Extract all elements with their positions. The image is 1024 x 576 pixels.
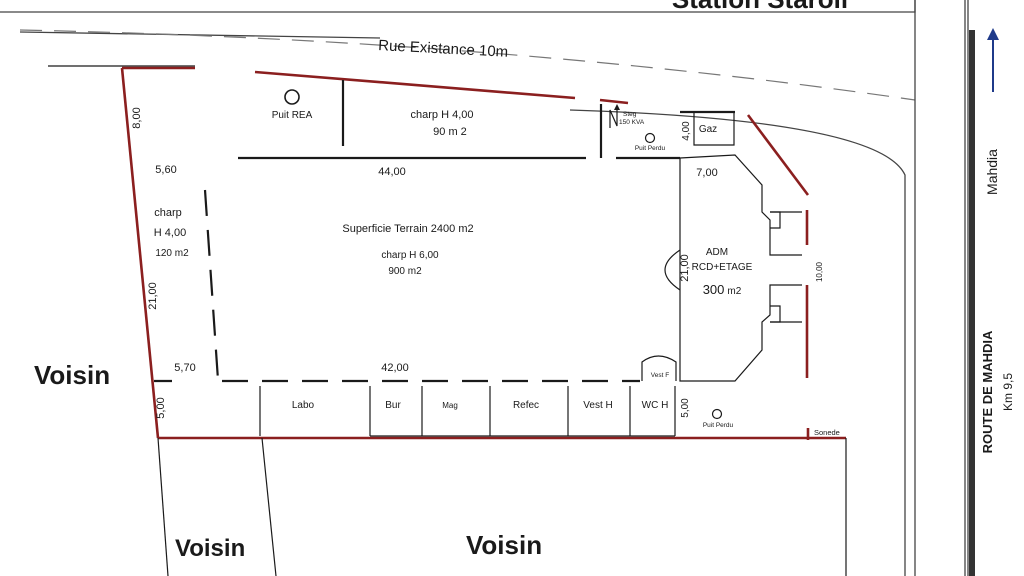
dim-8: 8,00 bbox=[131, 107, 143, 128]
adm-line-2: RCD+ETAGE bbox=[692, 262, 753, 273]
room-mag: Mag bbox=[442, 401, 458, 410]
route-name-label: ROUTE DE MAHDIA bbox=[980, 330, 995, 453]
dim-42: 42,00 bbox=[381, 362, 409, 374]
vest-f-label: Vest F bbox=[651, 372, 669, 379]
gaz-label: Gaz bbox=[699, 124, 717, 135]
adm-area-number: 300 bbox=[703, 282, 725, 297]
room-vest-h: Vest H bbox=[583, 400, 612, 411]
adm-wing-box-bottom bbox=[770, 305, 781, 323]
street-centerline bbox=[19, 29, 916, 101]
road-edge-mid bbox=[19, 31, 381, 39]
adm-outline bbox=[679, 154, 802, 382]
puit-perdu-top-label: Puit Perdu bbox=[635, 145, 666, 152]
dim-10: 10,00 bbox=[815, 261, 824, 282]
room-refec: Refec bbox=[513, 400, 539, 411]
puit-rea-label: Puit REA bbox=[272, 110, 313, 121]
sonede-label: Sonede bbox=[814, 428, 840, 437]
charp-left-line-2: H 4,00 bbox=[154, 227, 186, 239]
neighbor-left-label: Voisin bbox=[34, 360, 110, 390]
puit-perdu-bottom-label: Puit Perdu bbox=[703, 422, 734, 429]
adm-line-1: ADM bbox=[706, 247, 728, 258]
dim-44: 44,00 bbox=[378, 166, 406, 178]
puit-perdu-bottom-icon bbox=[711, 408, 723, 420]
street-name-label: Rue Existance 10m bbox=[378, 37, 509, 61]
adm-entrance-arc bbox=[664, 249, 681, 291]
charp-top-area: 90 m 2 bbox=[433, 126, 467, 138]
well-rea-icon bbox=[284, 89, 300, 105]
dim-7: 7,00 bbox=[696, 167, 717, 179]
dim-5-right: 5,00 bbox=[680, 398, 691, 418]
neighbor-bottom-left-label: Voisin bbox=[175, 535, 245, 562]
boundary-diagonal bbox=[746, 114, 810, 196]
charp-main-title: charp H 6,00 bbox=[381, 250, 439, 261]
mahdia-label: Mahdia bbox=[984, 149, 1000, 195]
steg-label: Steg bbox=[623, 111, 637, 118]
dim-5-left: 5,00 bbox=[155, 397, 167, 418]
dim-5-70: 5,70 bbox=[174, 362, 195, 374]
adm-area-unit: m2 bbox=[727, 286, 741, 297]
road-edge-right bbox=[569, 109, 906, 576]
superficie-label: Superficie Terrain 2400 m2 bbox=[342, 223, 473, 235]
room-labo: Labo bbox=[292, 400, 315, 411]
gaz-room bbox=[693, 112, 735, 146]
room-wc-h: WC H bbox=[642, 400, 669, 411]
room-bur: Bur bbox=[385, 400, 401, 411]
dim-21-left: 21,00 bbox=[147, 282, 159, 310]
puit-perdu-top-icon bbox=[644, 132, 656, 144]
neighbor-bottom-center-label: Voisin bbox=[466, 530, 542, 560]
route-km-label: Km 9,5 bbox=[1001, 373, 1015, 411]
boundary-top-right bbox=[599, 98, 629, 105]
steg-arrow-icon bbox=[614, 104, 620, 110]
steg-kva-label: 150 KVA bbox=[619, 119, 645, 126]
neighbor-line-2 bbox=[261, 437, 277, 576]
vest-f-room bbox=[641, 355, 677, 381]
dim-5-60: 5,60 bbox=[155, 164, 176, 176]
neighbor-line-1 bbox=[157, 437, 169, 576]
adm-wing-box-top bbox=[770, 211, 781, 229]
boundary-left bbox=[120, 67, 160, 439]
charp-left-line-1: charp bbox=[154, 207, 182, 219]
north-arrow-icon bbox=[987, 28, 999, 40]
steg-symbol-icon bbox=[609, 108, 618, 128]
charp-top-title: charp H 4,00 bbox=[411, 109, 474, 121]
charp-left-line-3: 120 m2 bbox=[155, 248, 189, 259]
dim-4: 4,00 bbox=[681, 121, 692, 141]
station-label: Station Staroil bbox=[672, 0, 848, 14]
dim-21-right: 21,00 bbox=[679, 254, 691, 282]
boundary-top bbox=[254, 70, 576, 100]
wall-left-dashed bbox=[203, 189, 220, 381]
charp-main-area: 900 m2 bbox=[388, 266, 422, 277]
